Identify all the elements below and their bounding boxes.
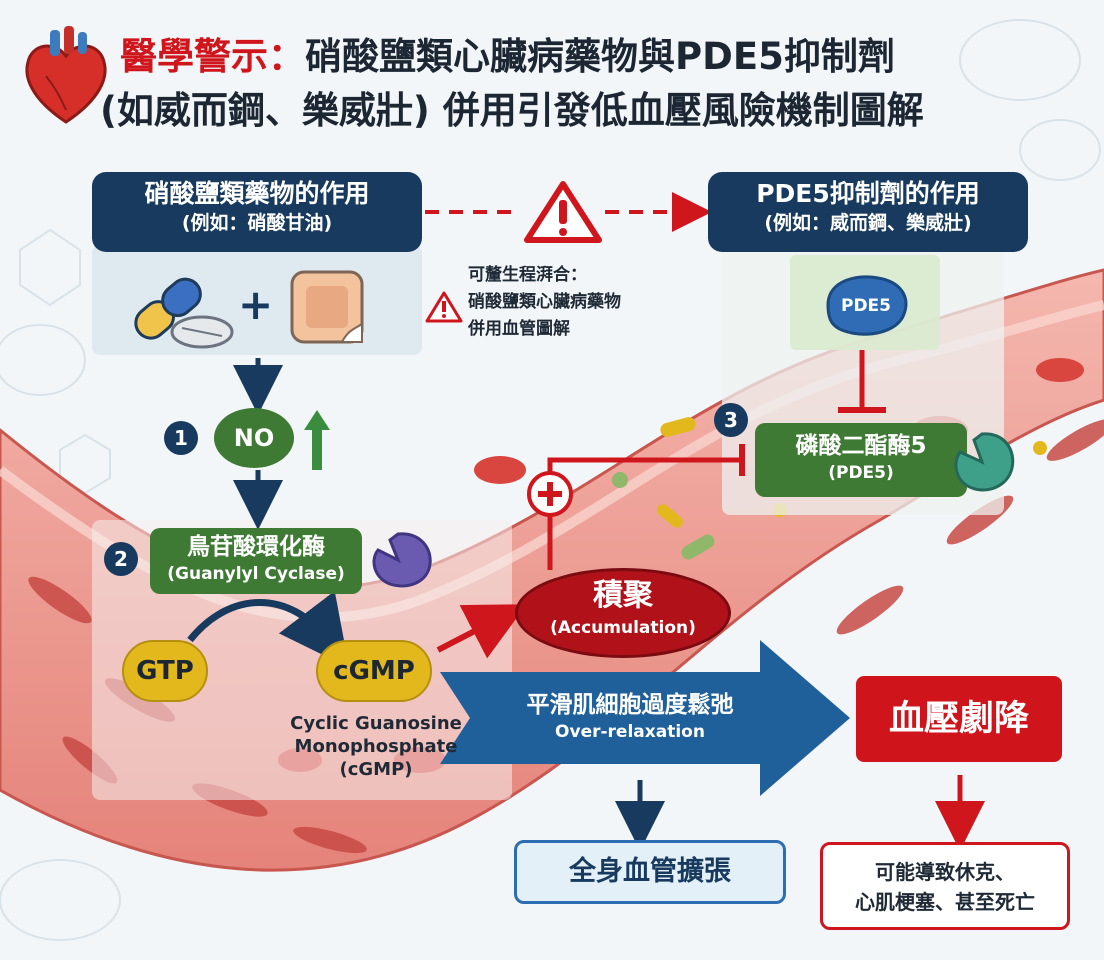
- warning-note-line3: 併用血管圖解: [468, 319, 570, 339]
- pde5-enzyme-subtitle: (PDE5): [828, 463, 894, 483]
- small-warning-icon: [425, 291, 463, 323]
- plus-sign: +: [238, 280, 274, 329]
- gc-title: 鳥苷酸環化酶: [187, 534, 325, 560]
- step-3-badge: 3: [714, 403, 748, 437]
- accumulation-node: 積聚 (Accumulation): [515, 568, 731, 658]
- nitrate-title: 硝酸鹽類藥物的作用: [144, 179, 370, 208]
- enzyme-icon: [372, 532, 432, 588]
- pde5-box-subtitle: (例如：威而鋼、樂威壯): [764, 212, 972, 234]
- step-1-badge: 1: [164, 421, 198, 455]
- patch-icon: [290, 270, 364, 344]
- no-molecule: NO: [214, 408, 294, 468]
- accumulation-title: 積聚: [593, 578, 653, 613]
- pde5-tablet-icon: [826, 275, 908, 336]
- pde5-enzyme-box: 磷酸二酯酶5 (PDE5): [755, 423, 967, 497]
- heart-icon: [25, 26, 107, 124]
- warning-icon: [524, 181, 602, 243]
- bp-drop-box: 血壓劇降: [856, 676, 1062, 762]
- plus-icon: [527, 471, 573, 517]
- title-line2: (如威而鋼、樂威壯) 併用引發低血壓風險機制圖解: [100, 89, 924, 132]
- relaxation-subtitle: Over-relaxation: [555, 722, 705, 742]
- pde5-enzyme-title: 磷酸二酯酶5: [795, 433, 927, 459]
- nitrate-action-box: 硝酸鹽類藥物的作用 (例如：硝酸甘油): [92, 172, 422, 252]
- title-line1: 硝酸鹽類心臟病藥物與PDE5抑制劑: [305, 35, 895, 78]
- cgmp-caption-line3: (cGMP): [339, 759, 413, 780]
- up-arrow-icon: [304, 410, 330, 470]
- accumulation-subtitle: (Accumulation): [550, 618, 696, 638]
- pde5-enzyme-icon: [954, 432, 1015, 492]
- title-warning-label: 醫學警示：: [120, 35, 305, 78]
- cgmp-caption-line2: Monophosphate: [294, 736, 458, 757]
- warning-note-line2: 硝酸鹽類心臟病藥物: [468, 292, 621, 312]
- cgmp-caption-line1: Cyclic Guanosine: [290, 713, 462, 734]
- cgmp-molecule: cGMP: [316, 640, 432, 702]
- gtp-molecule: GTP: [122, 640, 208, 702]
- capsule-icon: [134, 277, 234, 349]
- warning-note: 可釐生程湃合： 硝酸鹽類心臟病藥物 併用血管圖解: [468, 262, 621, 343]
- step-2-badge: 2: [104, 542, 138, 576]
- vasodilation-box: 全身血管擴張: [514, 840, 786, 904]
- warning-note-line1: 可釐生程湃合：: [468, 265, 587, 285]
- drug-particles: [612, 417, 1047, 560]
- pde5-box-title: PDE5抑制劑的作用: [756, 179, 980, 208]
- guanylyl-cyclase-box: 鳥苷酸環化酶 (Guanylyl Cyclase): [150, 528, 362, 594]
- relaxation-label: 平滑肌細胞過度鬆弛 Over-relaxation: [480, 690, 780, 744]
- cgmp-caption: Cyclic Guanosine Monophosphate (cGMP): [276, 712, 476, 781]
- nitrate-subtitle: (例如：硝酸甘油): [181, 212, 333, 234]
- risk-line1: 可能導致休克、: [875, 860, 1015, 884]
- relaxation-title: 平滑肌細胞過度鬆弛: [526, 692, 734, 718]
- risk-line2: 心肌梗塞、甚至死亡: [855, 890, 1035, 914]
- risk-box: 可能導致休克、 心肌梗塞、甚至死亡: [820, 842, 1070, 930]
- pde5-action-box: PDE5抑制劑的作用 (例如：威而鋼、樂威壯): [708, 172, 1028, 252]
- page-title: 醫學警示：硝酸鹽類心臟病藥物與PDE5抑制劑 (如威而鋼、樂威壯) 併用引發低血…: [100, 30, 1080, 138]
- pde5-tablet-label: PDE5: [840, 296, 891, 316]
- gc-subtitle: (Guanylyl Cyclase): [167, 564, 345, 584]
